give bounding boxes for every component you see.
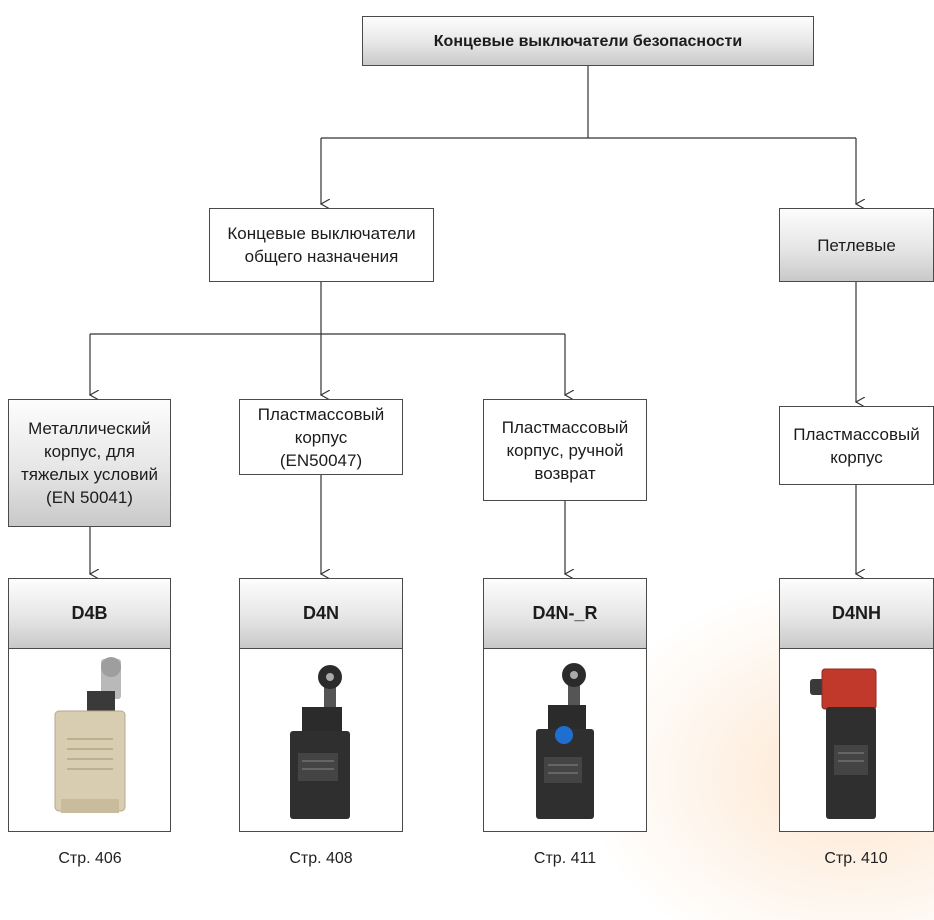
- page-ref-d4n-r: Стр. 411: [533, 850, 597, 867]
- product-d4b-image: [8, 648, 171, 832]
- connector-lines: [0, 66, 934, 883]
- product-model-label: D4B: [71, 603, 108, 623]
- limit-switch-metal-icon: [54, 657, 126, 813]
- page-ref-d4b: Стр. 406: [58, 850, 122, 867]
- product-d4n-image: [239, 648, 403, 832]
- subcategory-plastic-manual-label: Пластмассовый корпус, ручной возврат: [501, 417, 629, 483]
- category-general: Концевые выключатели общего назначения: [209, 208, 434, 282]
- product-model-label: D4NH: [831, 603, 881, 623]
- root-label: Концевые выключатели безопасности: [433, 32, 743, 50]
- product-d4n-title: D4N: [239, 578, 403, 649]
- product-d4nh-image: [779, 648, 934, 832]
- subcategory-plastic-loop: Пластмассовый корпус: [779, 406, 934, 485]
- page-ref-d4nh: Стр. 410: [824, 850, 888, 867]
- category-general-label: Концевые выключатели общего назначения: [227, 224, 416, 266]
- product-d4n-r-title: D4N-_R: [483, 578, 647, 649]
- product-d4n-r-image: [483, 648, 647, 832]
- product-d4b-title: D4B: [8, 578, 171, 649]
- limit-switch-red-head-icon: [810, 668, 877, 819]
- subcategory-plastic: Пластмассовый корпус (EN50047): [239, 399, 403, 475]
- category-loop-label: Петлевые: [817, 235, 896, 255]
- subcategory-metal-label: Металлический корпус, для тяжелых услови…: [20, 419, 158, 507]
- page-ref-d4n: Стр. 408: [289, 850, 353, 867]
- subcategory-plastic-label: Пластмассовый корпус (EN50047): [257, 404, 385, 470]
- limit-switch-plastic-icon: [290, 665, 350, 819]
- limit-switch-manual-reset-icon: [536, 663, 594, 819]
- root-node: Концевые выключатели безопасности: [362, 16, 814, 66]
- product-model-label: D4N-_R: [532, 603, 598, 623]
- subcategory-plastic-manual: Пластмассовый корпус, ручной возврат: [483, 399, 647, 501]
- subcategory-metal: Металлический корпус, для тяжелых услови…: [8, 399, 171, 527]
- subcategory-plastic-loop-label: Пластмассовый корпус: [793, 424, 920, 467]
- category-loop: Петлевые: [779, 208, 934, 282]
- product-model-label: D4N: [302, 603, 339, 623]
- product-d4nh-title: D4NH: [779, 578, 934, 649]
